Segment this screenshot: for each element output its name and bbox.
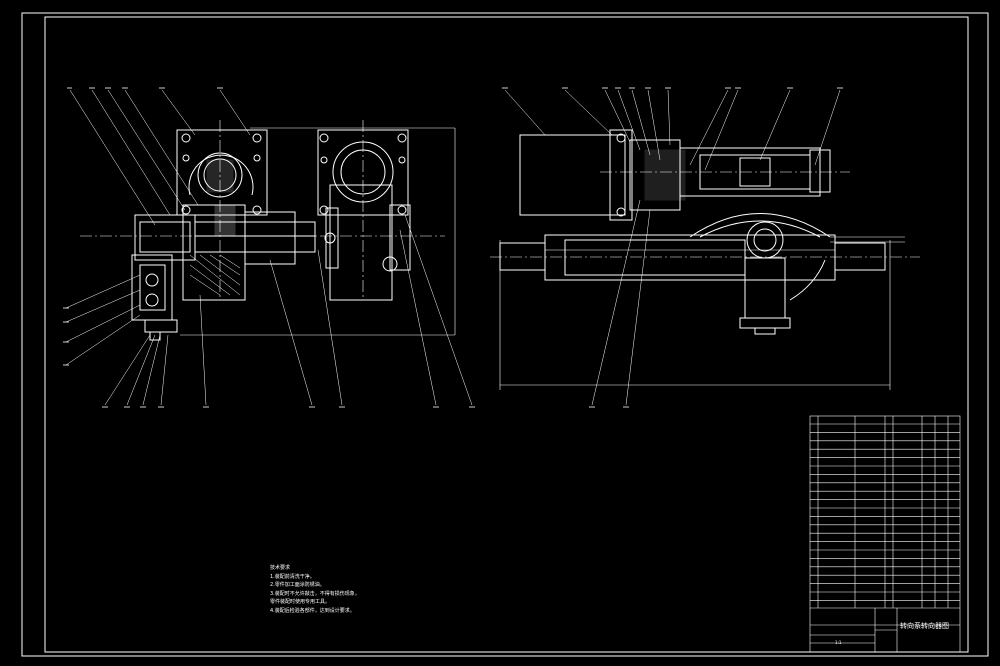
technical-note-item: 3.装配时不允许敲击，不得有损伤现象， xyxy=(270,590,360,597)
technical-notes-heading: 技术要求 xyxy=(270,565,291,571)
technical-notes: 技术要求 1.装配前清洗干净。 2.零件加工面涂防锈油。 3.装配时不允许敲击，… xyxy=(270,564,360,616)
parts-list-table xyxy=(809,415,961,653)
technical-note-item: 零件装配时使用专用工具。 xyxy=(270,599,331,606)
inner-border xyxy=(44,16,969,653)
technical-note-item: 4.装配后检验各部件，达到设计要求。 xyxy=(270,607,355,614)
right-assembly-view xyxy=(490,87,920,408)
technical-note-item: 1.装配前清洗干净。 xyxy=(270,573,315,580)
left-assembly-view xyxy=(63,87,475,408)
drawing-scale: 1:1 xyxy=(835,640,842,645)
technical-note-item: 2.零件加工面涂防锈油。 xyxy=(270,582,325,589)
outer-border xyxy=(21,12,989,657)
drawing-title: 转向系转向器图 xyxy=(900,622,949,630)
